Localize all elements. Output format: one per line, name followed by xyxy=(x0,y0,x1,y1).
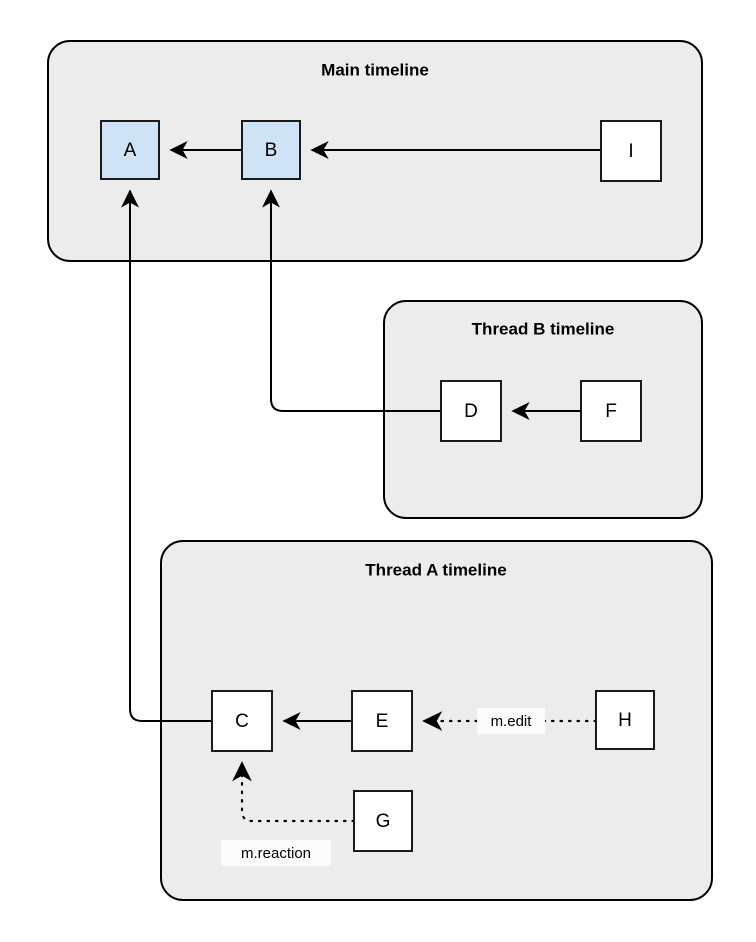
group-thread-b-timeline-title: Thread B timeline xyxy=(472,319,615,338)
edge-label-m-reaction-text: m.reaction xyxy=(241,845,311,862)
edge-label-m-edit: m.edit xyxy=(477,708,545,734)
node-f-label: F xyxy=(605,401,617,422)
node-d[interactable]: D xyxy=(440,380,502,442)
edge-d-to-b[interactable] xyxy=(262,189,441,412)
node-a[interactable]: A xyxy=(100,120,160,180)
node-c-label: C xyxy=(235,711,249,732)
node-e[interactable]: E xyxy=(351,690,413,752)
node-c[interactable]: C xyxy=(211,690,273,752)
group-thread-b-timeline-rect[interactable] xyxy=(383,300,703,519)
edge-label-m-edit-bg xyxy=(477,708,545,734)
node-h-rect[interactable] xyxy=(595,690,655,750)
group-thread-b-timeline[interactable]: Thread B timeline xyxy=(383,300,703,519)
node-g[interactable]: G xyxy=(353,790,413,852)
node-h[interactable]: H xyxy=(595,690,655,750)
node-a-label: A xyxy=(124,140,137,161)
node-c-rect[interactable] xyxy=(211,690,273,752)
node-i[interactable]: I xyxy=(600,120,662,182)
node-b[interactable]: B xyxy=(241,120,301,180)
node-b-label: B xyxy=(265,140,278,161)
group-main-timeline-title: Main timeline xyxy=(321,60,429,79)
node-b-rect[interactable] xyxy=(241,120,301,180)
node-f[interactable]: F xyxy=(580,380,642,442)
edge-g-to-c[interactable] xyxy=(232,761,356,823)
node-e-rect[interactable] xyxy=(351,690,413,752)
node-a-rect[interactable] xyxy=(100,120,160,180)
node-d-rect[interactable] xyxy=(440,380,502,442)
edge-label-m-reaction-bg xyxy=(221,840,331,866)
group-thread-a-timeline-title: Thread A timeline xyxy=(365,560,506,579)
node-d-label: D xyxy=(464,401,478,422)
node-g-rect[interactable] xyxy=(353,790,413,852)
node-f-rect[interactable] xyxy=(580,380,642,442)
node-i-label: I xyxy=(628,141,633,162)
edge-c-to-a[interactable] xyxy=(121,189,212,722)
edge-label-m-edit-text: m.edit xyxy=(491,713,533,730)
node-g-label: G xyxy=(376,811,391,832)
node-h-label: H xyxy=(618,710,632,731)
node-i-rect[interactable] xyxy=(600,120,662,182)
edge-label-m-reaction: m.reaction xyxy=(221,840,331,866)
node-e-label: E xyxy=(376,711,389,732)
